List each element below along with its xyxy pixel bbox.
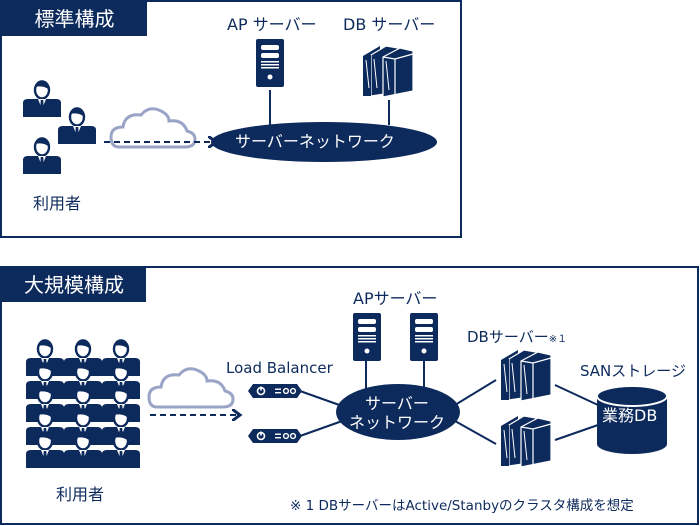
san-storage-label: SANストレージ [580,362,686,380]
server-network-ellipse [336,384,460,440]
footnote: ※ 1 DBサーバーはActive/Stanbyのクラスタ構成を想定 [290,498,634,514]
large-config-title: 大規模構成 [2,268,146,302]
server-icon [410,313,438,361]
db-server-label: DBサーバー※１ [467,330,567,345]
db-server-label-text: DBサーバー [467,328,549,346]
ap-server-label: AP サーバー [227,15,317,34]
load-balancer-label: Load Balancer [226,359,333,377]
standard-users-group [21,80,98,176]
user-icon [56,107,98,146]
connection-line [299,390,346,408]
users-label: 利用者 [33,194,82,213]
server-network-label-line2: ネットワーク [349,413,446,432]
large-config-frame [0,266,699,525]
server-network-ellipse [211,122,437,162]
server-icon [353,313,381,361]
server-network-label: サーバーネットワーク [235,132,395,151]
connection-line [554,424,599,441]
db-server-rack-icon [500,415,552,468]
connection-line [554,384,599,406]
connection-line [454,379,497,406]
san-storage-icon [596,385,668,454]
db-server-rack-icon [362,45,414,98]
db-server-label: DB サーバー [343,15,436,34]
business-db-label: 業務DB [602,406,658,425]
load-balancer-icon [247,428,303,444]
db-server-rack-icon [500,349,552,402]
standard-config-title: 標準構成 [2,2,147,36]
users-label: 利用者 [56,485,105,504]
standard-config-frame [0,0,462,238]
user-icon [21,137,63,176]
connection-line [454,420,497,445]
user-icon [21,80,63,119]
cloud-icon [109,107,197,149]
ap-server-label: APサーバー [353,289,438,308]
server-icon [256,39,284,87]
server-network-label-line1: サーバー [365,394,429,413]
connection-line [299,419,346,437]
cloud-icon [147,367,235,409]
large-users-group [24,339,142,470]
load-balancer-icon [247,383,303,399]
footnote-mark: ※１ [548,334,568,345]
